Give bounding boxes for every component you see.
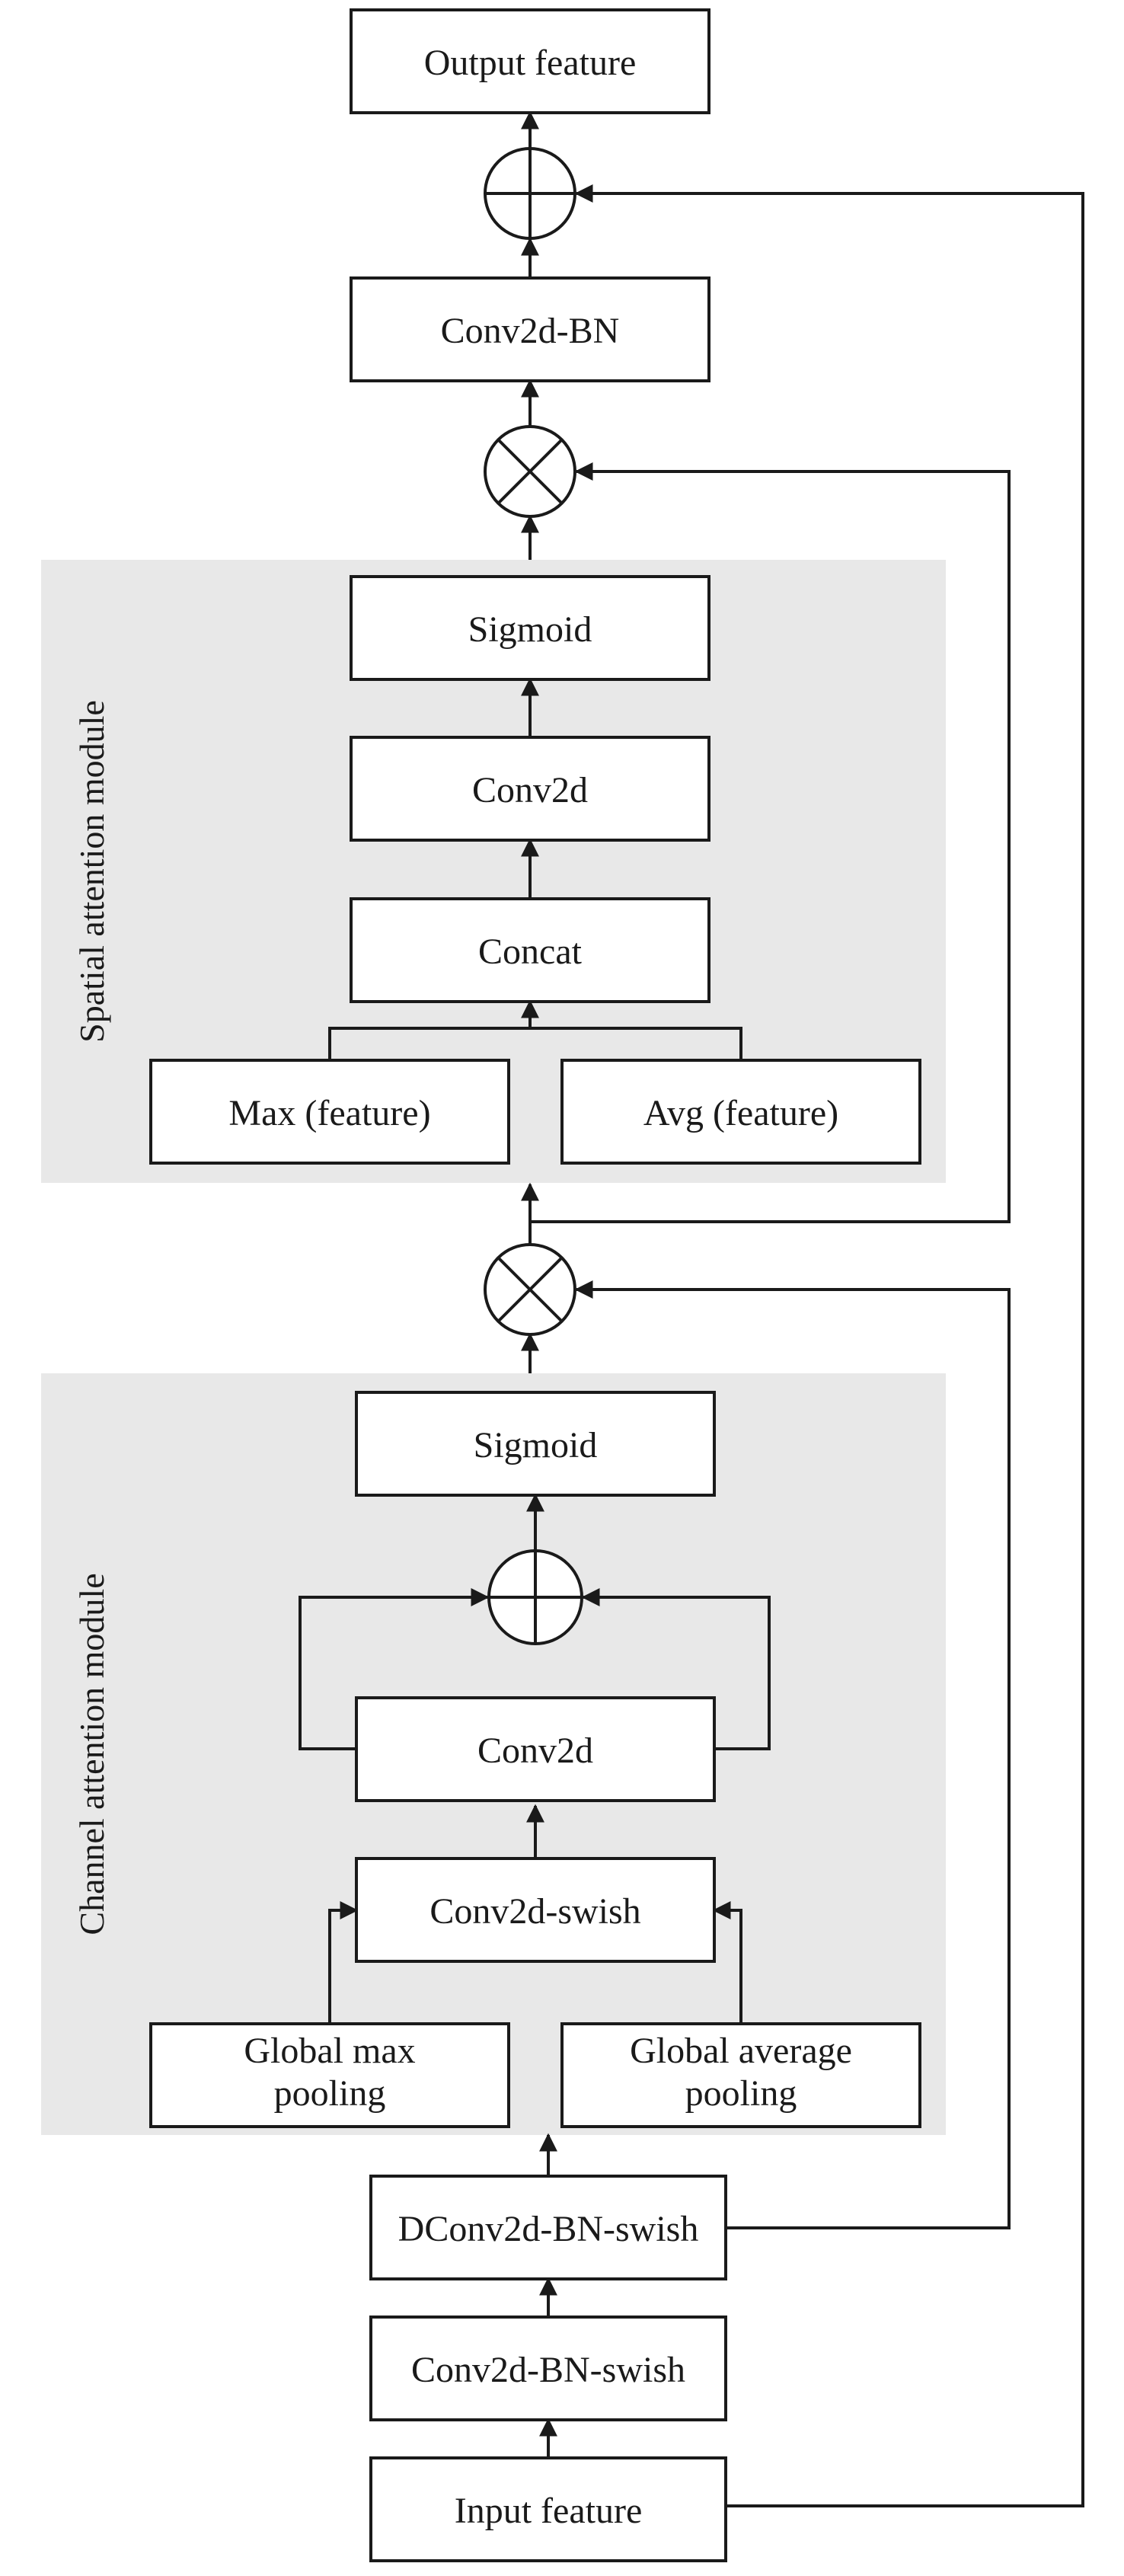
node-dconv2d-bn-swish: DConv2d-BN-swish bbox=[369, 2175, 727, 2280]
node-input-feature: Input feature bbox=[369, 2456, 727, 2562]
arrow-input-residual-skip bbox=[574, 184, 1084, 2507]
spatial-module-label: Spatial attention module bbox=[72, 700, 111, 1043]
node-conv2d-bn: Conv2d-BN bbox=[350, 276, 710, 382]
node-conv2d-swish: Conv2d-swish bbox=[355, 1857, 716, 1963]
node-channel-sigmoid: Sigmoid bbox=[355, 1391, 716, 1497]
spatial-sigmoid-label: Sigmoid bbox=[468, 609, 592, 650]
arrow-global-average-pooling-to-conv2d-swish bbox=[712, 1901, 742, 2024]
spatial-conv2d-label: Conv2d bbox=[472, 770, 588, 810]
input-feature-label: Input feature bbox=[455, 2491, 643, 2531]
channel-module-label: Channel attention module bbox=[72, 1573, 111, 1935]
avg-feature-label: Avg (feature) bbox=[643, 1093, 838, 1133]
arrow-conv2d-left-to-channel-add bbox=[299, 1588, 490, 1750]
global-average-pooling-label-line2: pooling bbox=[685, 2073, 797, 2114]
spatial-multiply-icon bbox=[484, 425, 576, 518]
channel-multiply-icon bbox=[484, 1243, 576, 1336]
node-avg-feature: Avg (feature) bbox=[560, 1059, 921, 1165]
global-max-pooling-label-line1: Global max bbox=[244, 2031, 415, 2071]
concat-label: Concat bbox=[478, 932, 583, 972]
node-spatial-conv2d: Conv2d bbox=[350, 736, 710, 842]
node-concat: Concat bbox=[350, 897, 710, 1003]
arrow-dconv-to-channel-multiply bbox=[574, 1280, 1011, 2229]
output-feature-label: Output feature bbox=[424, 43, 637, 83]
connectors bbox=[299, 110, 1084, 2507]
conv2d-bn-swish-label: Conv2d-BN-swish bbox=[411, 2350, 685, 2390]
node-global-max-pooling: Global max pooling bbox=[149, 2022, 510, 2128]
residual-add-icon bbox=[484, 147, 576, 240]
arrow-conv2d-right-to-channel-add bbox=[581, 1588, 771, 1750]
bracket-max-avg-to-concat bbox=[328, 1027, 742, 1060]
node-global-average-pooling: Global average pooling bbox=[560, 2022, 921, 2128]
channel-add-icon bbox=[487, 1549, 583, 1645]
arrow-channel-multiply-to-spatial-multiply bbox=[530, 462, 1011, 1223]
arrow-global-max-pooling-to-conv2d-swish bbox=[328, 1901, 359, 2024]
global-max-pooling-label-line2: pooling bbox=[274, 2073, 386, 2114]
global-average-pooling-label-line1: Global average bbox=[630, 2031, 852, 2071]
conv2d-swish-label: Conv2d-swish bbox=[429, 1891, 640, 1932]
node-max-feature: Max (feature) bbox=[149, 1059, 510, 1165]
node-output-feature: Output feature bbox=[350, 8, 710, 114]
max-feature-label: Max (feature) bbox=[228, 1093, 430, 1133]
channel-sigmoid-label: Sigmoid bbox=[474, 1425, 598, 1465]
node-spatial-sigmoid: Sigmoid bbox=[350, 575, 710, 681]
conv2d-bn-label: Conv2d-BN bbox=[441, 311, 620, 351]
node-channel-conv2d: Conv2d bbox=[355, 1696, 716, 1802]
dconv2d-bn-swish-label: DConv2d-BN-swish bbox=[398, 2209, 699, 2249]
node-conv2d-bn-swish: Conv2d-BN-swish bbox=[369, 2316, 727, 2421]
channel-conv2d-label: Conv2d bbox=[477, 1731, 593, 1771]
